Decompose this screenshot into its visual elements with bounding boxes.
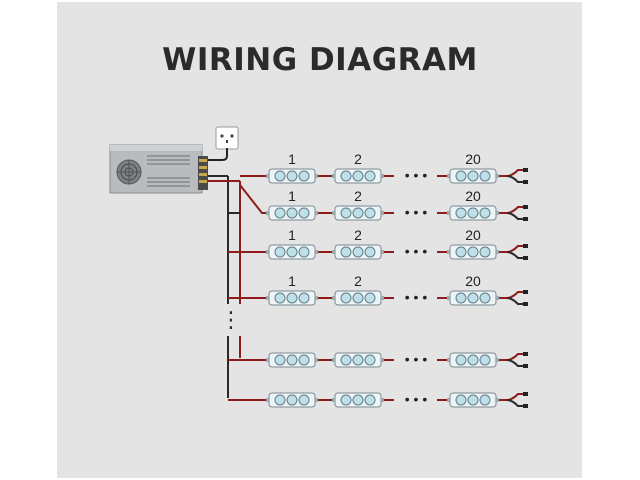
module-number-label: 1 — [288, 188, 296, 204]
led-module — [332, 290, 384, 306]
led-module — [332, 244, 384, 260]
wire-end-connector — [523, 168, 528, 184]
page-title: WIRING DIAGRAM — [162, 42, 478, 78]
module-number-label: 2 — [354, 151, 362, 167]
module-number-label: 20 — [465, 151, 481, 167]
led-module — [332, 352, 384, 368]
module-number-label: 20 — [465, 273, 481, 289]
led-module — [332, 168, 384, 184]
module-number-label: 20 — [465, 188, 481, 204]
led-module — [332, 392, 384, 408]
module-ellipsis: • • • — [405, 167, 428, 183]
module-ellipsis: • • • — [405, 391, 428, 407]
fan-grill-icon — [116, 159, 142, 185]
led-module — [266, 205, 318, 221]
led-module — [447, 352, 499, 368]
led-row: • • • 1 2 20 — [240, 151, 528, 184]
module-number-label: 2 — [354, 273, 362, 289]
led-row: • • • 1 2 20 — [228, 184, 528, 221]
led-module — [266, 290, 318, 306]
vertical-ellipsis: ⋮ — [220, 308, 242, 333]
led-module — [447, 205, 499, 221]
wire-end-connector — [523, 205, 528, 221]
led-module — [447, 168, 499, 184]
led-module — [332, 205, 384, 221]
wire-end-connector — [523, 392, 528, 408]
led-module — [266, 168, 318, 184]
led-row: • • • 1 2 20 — [228, 227, 528, 260]
module-number-label: 2 — [354, 227, 362, 243]
led-row: • • • — [228, 351, 528, 368]
power-supply — [109, 144, 208, 194]
outlet-icon — [208, 126, 239, 161]
module-number-label: 20 — [465, 227, 481, 243]
wire-end-connector — [523, 352, 528, 368]
module-number-label: 1 — [288, 227, 296, 243]
module-ellipsis: • • • — [405, 204, 428, 220]
led-row: • • • — [228, 391, 528, 408]
led-module — [447, 392, 499, 408]
led-module — [266, 392, 318, 408]
main-bus-wires — [208, 175, 241, 398]
module-number-label: 1 — [288, 151, 296, 167]
module-ellipsis: • • • — [405, 243, 428, 259]
module-number-label: 2 — [354, 188, 362, 204]
led-module — [266, 244, 318, 260]
led-module — [447, 290, 499, 306]
module-ellipsis: • • • — [405, 289, 428, 305]
led-module — [266, 352, 318, 368]
wire-end-connector — [523, 290, 528, 306]
module-number-label: 1 — [288, 273, 296, 289]
led-row: • • • 1 2 20 — [228, 273, 528, 306]
wire-end-connector — [523, 244, 528, 260]
led-module — [447, 244, 499, 260]
module-ellipsis: • • • — [405, 351, 428, 367]
